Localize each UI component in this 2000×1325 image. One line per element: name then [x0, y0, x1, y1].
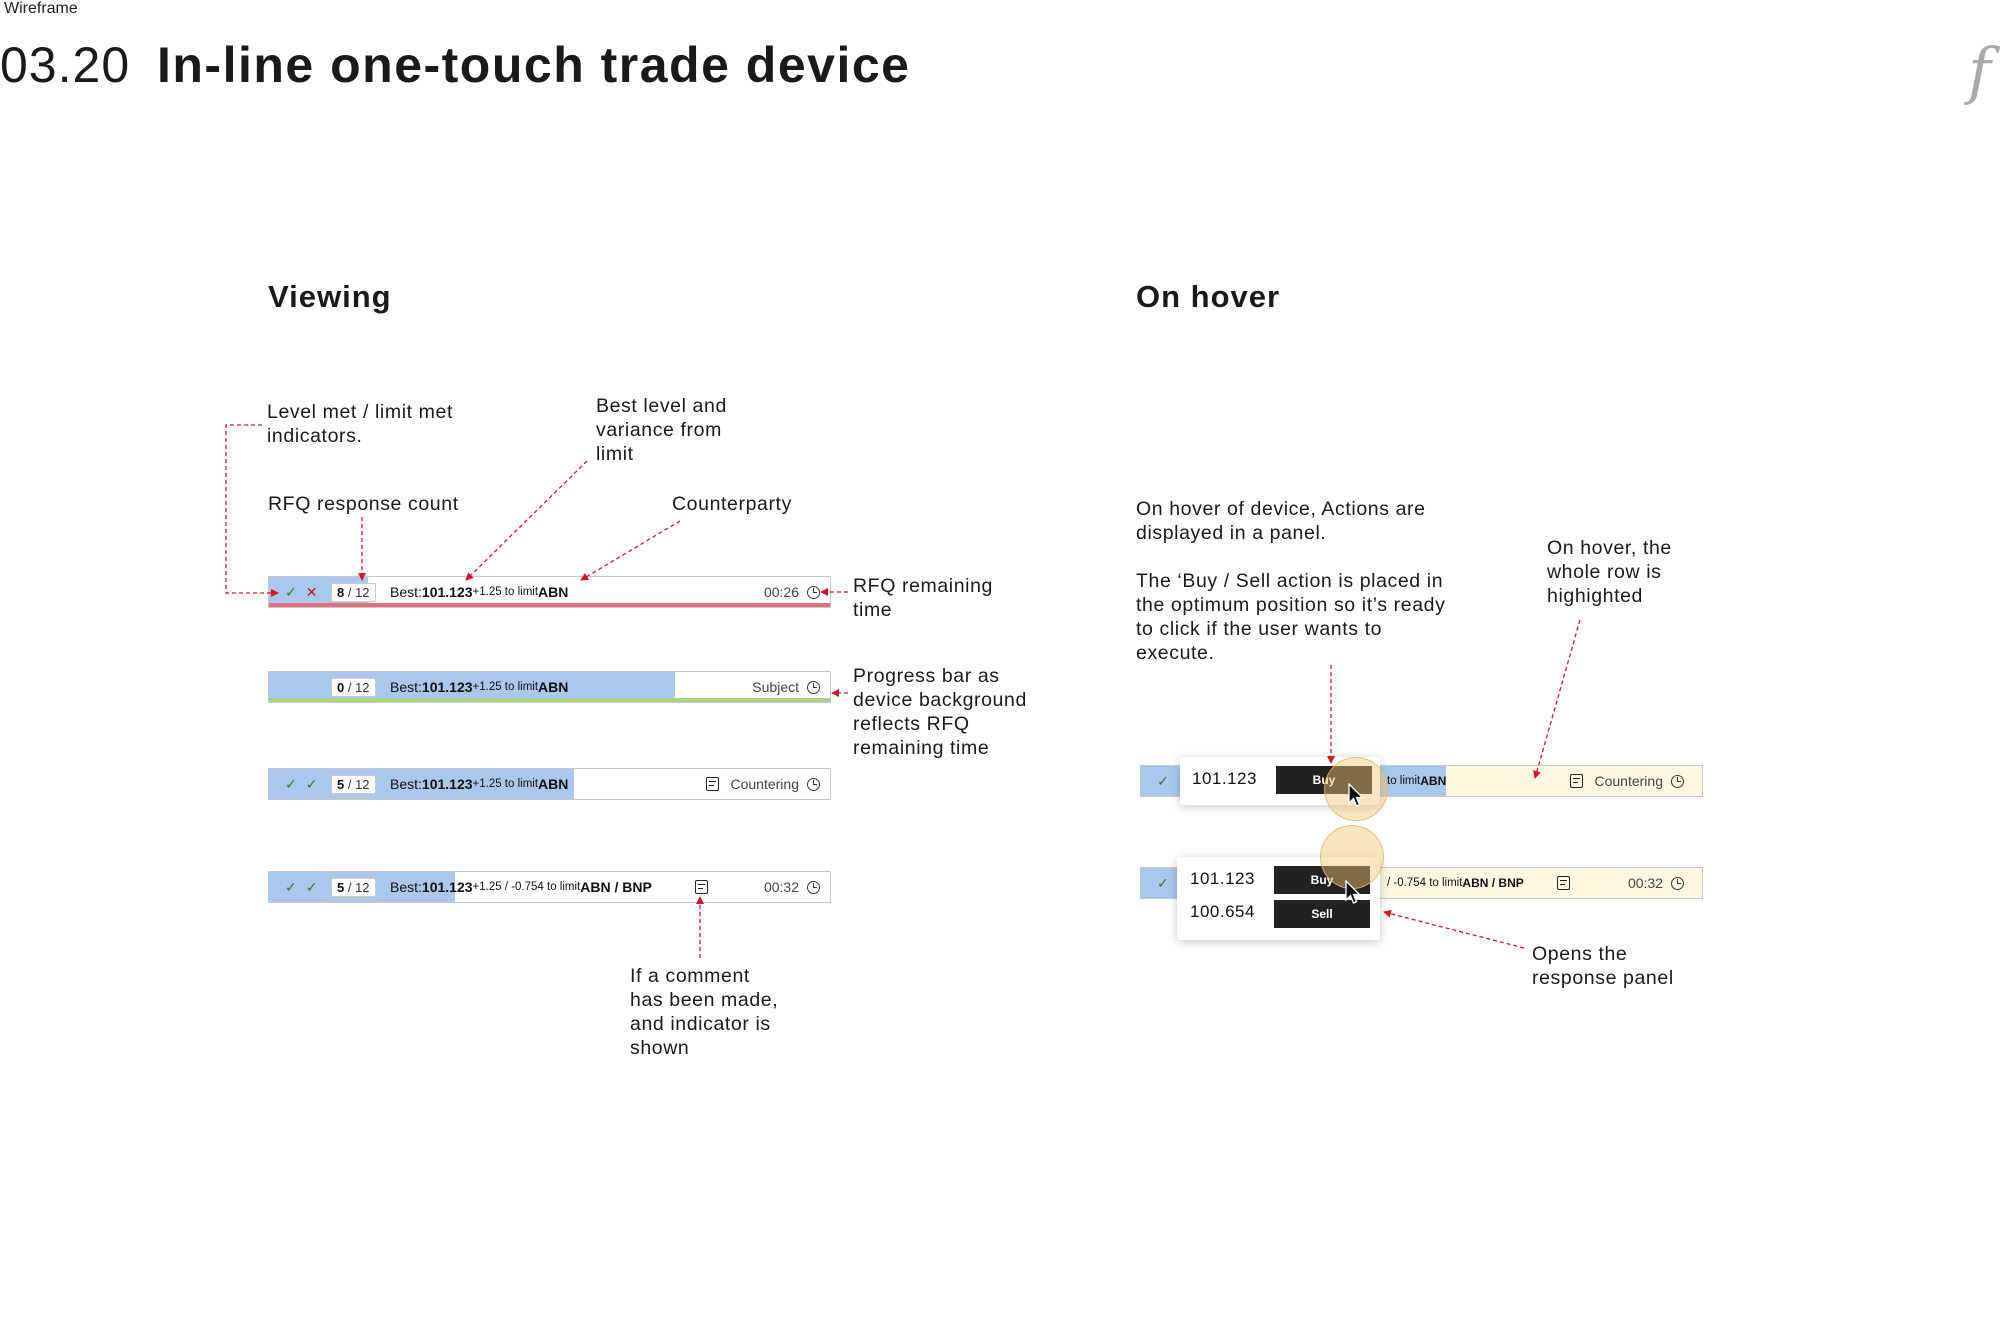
note-remaining-time: RFQ remaining time — [853, 575, 994, 621]
wireframe-label: Wireframe — [4, 0, 78, 17]
note-level-met: Level met / limit met indicators. — [267, 401, 453, 447]
comment-icon[interactable] — [1569, 774, 1583, 788]
clock-icon — [807, 777, 820, 791]
level-met-icon: ✓ — [285, 775, 297, 792]
comment-icon[interactable] — [695, 880, 708, 894]
counterparty: ABN — [538, 679, 569, 695]
rfq-count-badge: 5 / 12 — [331, 774, 376, 794]
arrow-counterparty — [580, 520, 681, 581]
note-counterparty: Counterparty — [672, 493, 792, 515]
arrow-response-panel — [1383, 909, 1525, 949]
best-level: Best: 101.123 +1.25 to limit ABN — [390, 584, 569, 600]
rfq-status: Subject — [752, 672, 820, 702]
sell-price: 100.654 — [1190, 902, 1255, 921]
trade-device-row[interactable]: ✓ ✕ 8 / 12 Best: 101.123 +1.25 to limit A… — [268, 576, 831, 608]
level-met-icon: ✓ — [285, 878, 297, 895]
rfq-count-badge: 5 / 12 — [331, 877, 376, 897]
progress-underline — [269, 698, 830, 702]
progress-underline — [269, 603, 830, 607]
limit-met-icon: ✓ — [305, 878, 318, 895]
counterparty: ABN / BNP — [580, 879, 652, 895]
arrow-row-highlight — [1533, 619, 1581, 779]
buy-price: 101.123 — [1192, 769, 1257, 788]
buy-price: 101.123 — [1190, 869, 1255, 888]
rfq-status: Countering — [1569, 766, 1684, 796]
best-level: to limit ABN — [1387, 774, 1447, 788]
limit-not-met-icon: ✕ — [305, 583, 318, 600]
brand-logo: f — [1968, 34, 1991, 107]
viewing-heading: Viewing — [268, 279, 392, 314]
note-rfq-count: RFQ response count — [268, 493, 459, 515]
note-response-panel: Opens the response panel — [1532, 943, 1674, 989]
comment-icon[interactable] — [1557, 876, 1570, 890]
note-row-highlight: On hover, the whole row is highighted — [1547, 537, 1672, 607]
rfq-timer: 00:26 — [764, 577, 820, 607]
clock-icon — [807, 880, 820, 894]
cursor-halo — [1320, 825, 1384, 889]
best-level: / -0.754 to limit ABN / BNP — [1387, 876, 1524, 890]
rfq-timer: 00:32 — [764, 872, 820, 902]
arrow-level-met — [225, 424, 279, 597]
clock-icon — [807, 680, 820, 694]
arrow-best-level — [465, 460, 588, 581]
trade-device-row[interactable]: 0 / 12 Best: 101.123 +1.25 to limit ABN … — [268, 671, 831, 703]
trade-device-row[interactable]: ✓ ✓ 5 / 12 Best: 101.123 +1.25 to limit A… — [268, 768, 831, 800]
pointer-cursor-icon — [1348, 783, 1365, 807]
limit-met-icon: ✓ — [305, 775, 318, 792]
counterparty: ABN — [1420, 774, 1447, 788]
level-met-icon: ✓ — [1157, 772, 1169, 789]
best-level: Best: 101.123 +1.25 to limit ABN — [390, 776, 569, 792]
counterparty: ABN — [538, 584, 569, 600]
page-title: In-line one-touch trade device — [157, 37, 911, 93]
note-best-level: Best level and variance from limit — [596, 395, 727, 465]
progress-fill — [269, 769, 574, 799]
hover-heading: On hover — [1136, 279, 1281, 314]
counterparty: ABN — [538, 776, 569, 792]
clock-icon — [1671, 774, 1684, 788]
pointer-cursor-icon — [1345, 880, 1362, 904]
section-number: 03.20 — [0, 37, 131, 93]
rfq-status: Countering — [705, 769, 820, 799]
level-met-icon: ✓ — [1157, 874, 1169, 891]
rfq-timer: 00:32 — [1628, 868, 1684, 898]
comment-icon[interactable] — [705, 777, 719, 791]
trade-device-row[interactable]: ✓ ✓ 5 / 12 Best: 101.123 +1.25 / -0.754 t… — [268, 871, 831, 903]
sell-button[interactable]: Sell — [1274, 900, 1370, 928]
best-level: Best: 101.123 +1.25 to limit ABN — [390, 679, 569, 695]
clock-icon — [1671, 876, 1684, 890]
note-comment: If a comment has been made, and indicato… — [630, 965, 779, 1059]
cursor-halo — [1324, 757, 1388, 821]
level-met-icon: ✓ — [285, 583, 297, 600]
note-actions-panel: On hover of device, Actions are displaye… — [1136, 498, 1446, 664]
best-level: Best: 101.123 +1.25 / -0.754 to limit AB… — [390, 879, 652, 895]
rfq-count-badge: 0 / 12 — [331, 677, 376, 697]
note-progress-bar: Progress bar as device background reflec… — [853, 665, 1027, 759]
rfq-count-badge: 8 / 12 — [331, 582, 376, 602]
counterparty: ABN / BNP — [1462, 876, 1524, 890]
clock-icon — [807, 585, 820, 599]
